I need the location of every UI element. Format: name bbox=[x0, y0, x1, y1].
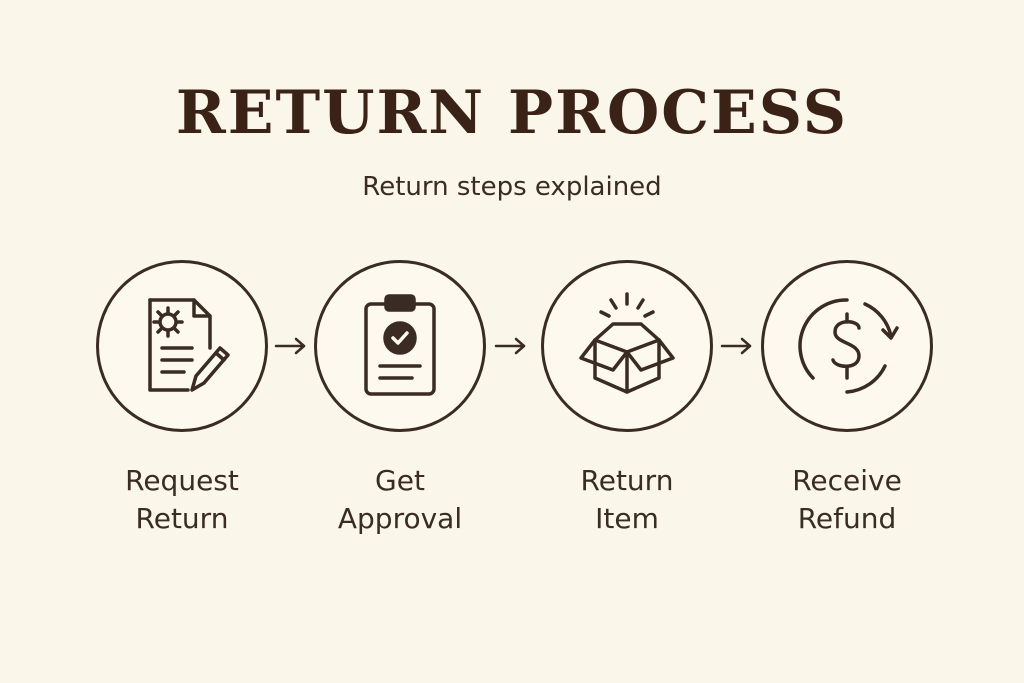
diagram-title: RETURN PROCESS bbox=[175, 78, 849, 148]
step-circle bbox=[761, 260, 933, 432]
step-label-line2: Refund bbox=[797, 502, 897, 535]
step-label-line2: Approval bbox=[337, 502, 463, 535]
open-box-icon bbox=[579, 292, 675, 394]
step-circle bbox=[541, 260, 713, 432]
step-request-return: Request Return bbox=[92, 260, 272, 538]
step-label: Receive Refund bbox=[757, 462, 937, 538]
step-get-approval: Get Approval bbox=[310, 260, 490, 538]
diagram-subtitle: Return steps explained bbox=[362, 172, 662, 202]
arrow-icon bbox=[494, 336, 528, 356]
arrow-icon bbox=[720, 336, 754, 356]
step-label-line1: Get bbox=[375, 464, 425, 497]
step-circle bbox=[314, 260, 486, 432]
step-label-line1: Receive bbox=[792, 464, 902, 497]
step-label: Request Return bbox=[92, 462, 272, 538]
step-label-line2: Item bbox=[595, 502, 659, 535]
arrow-icon bbox=[274, 336, 308, 356]
step-label: Return Item bbox=[537, 462, 717, 538]
step-circle bbox=[96, 260, 268, 432]
document-gear-pencil-icon bbox=[148, 298, 230, 392]
step-receive-refund: Receive Refund bbox=[757, 260, 937, 538]
step-label-line1: Return bbox=[580, 464, 674, 497]
dollar-refund-icon bbox=[798, 298, 899, 394]
step-label: Get Approval bbox=[310, 462, 490, 538]
step-label-line1: Request bbox=[125, 464, 239, 497]
step-return-item: Return Item bbox=[537, 260, 717, 538]
step-label-line2: Return bbox=[135, 502, 229, 535]
clipboard-check-icon bbox=[364, 294, 436, 396]
